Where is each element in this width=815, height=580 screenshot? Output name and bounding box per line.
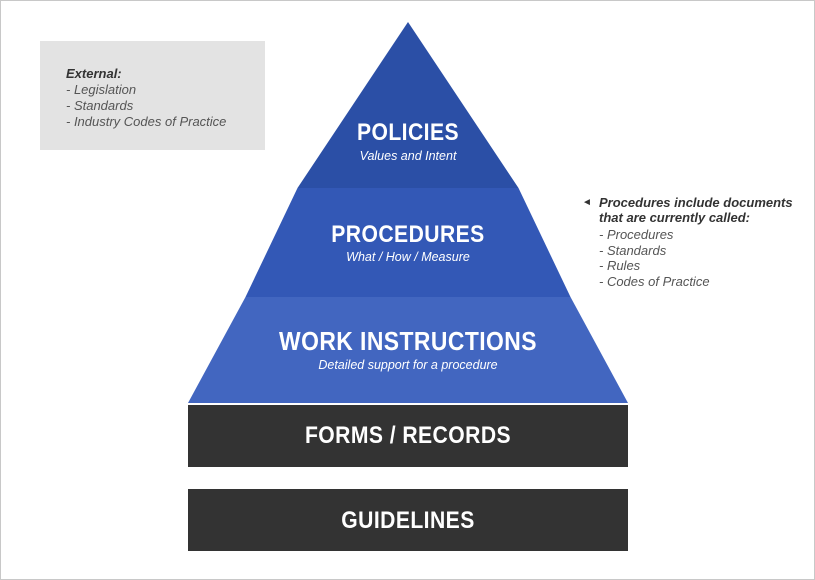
note-heading-line-1: Procedures include documents (599, 195, 793, 210)
external-title: External: (66, 66, 122, 81)
note-list: - Procedures - Standards - Rules - Codes… (599, 227, 710, 289)
procedures-subtitle: What / How / Measure (346, 250, 470, 264)
external-item-standards: - Standards (66, 98, 134, 113)
pyramid-tier-work-instructions (188, 297, 628, 403)
forms-records-bar: FORMS / RECORDS (188, 405, 628, 467)
work-instructions-subtitle: Detailed support for a procedure (318, 358, 498, 372)
note-heading: Procedures include documents that are cu… (599, 195, 799, 225)
procedures-title: PROCEDURES (331, 221, 485, 248)
left-arrow-icon: ◄ (582, 197, 592, 208)
policies-subtitle: Values and Intent (359, 149, 457, 163)
external-item-industry-codes: - Industry Codes of Practice (66, 114, 227, 129)
work-instructions-title: WORK INSTRUCTIONS (279, 326, 537, 356)
forms-records-label: FORMS / RECORDS (304, 422, 512, 449)
external-item-legislation: - Legislation (66, 82, 137, 97)
pyramid-tier-policies (297, 22, 519, 188)
guidelines-label: GUIDELINES (341, 507, 475, 534)
note-heading-line-2: that are currently called: (599, 210, 750, 225)
policies-title: POLICIES (356, 119, 460, 146)
note-item-rules: - Rules (599, 258, 641, 273)
pyramid-tier-procedures (245, 188, 571, 297)
guidelines-bar: GUIDELINES (188, 489, 628, 551)
note-item-standards: - Standards (599, 242, 667, 258)
external-sources-box: External: - Legislation - Standards - In… (40, 41, 265, 150)
note-item-codes-of-practice: - Codes of Practice (599, 273, 710, 289)
external-list: - Legislation - Standards - Industry Cod… (66, 82, 226, 130)
note-item-procedures: - Procedures (599, 227, 674, 242)
